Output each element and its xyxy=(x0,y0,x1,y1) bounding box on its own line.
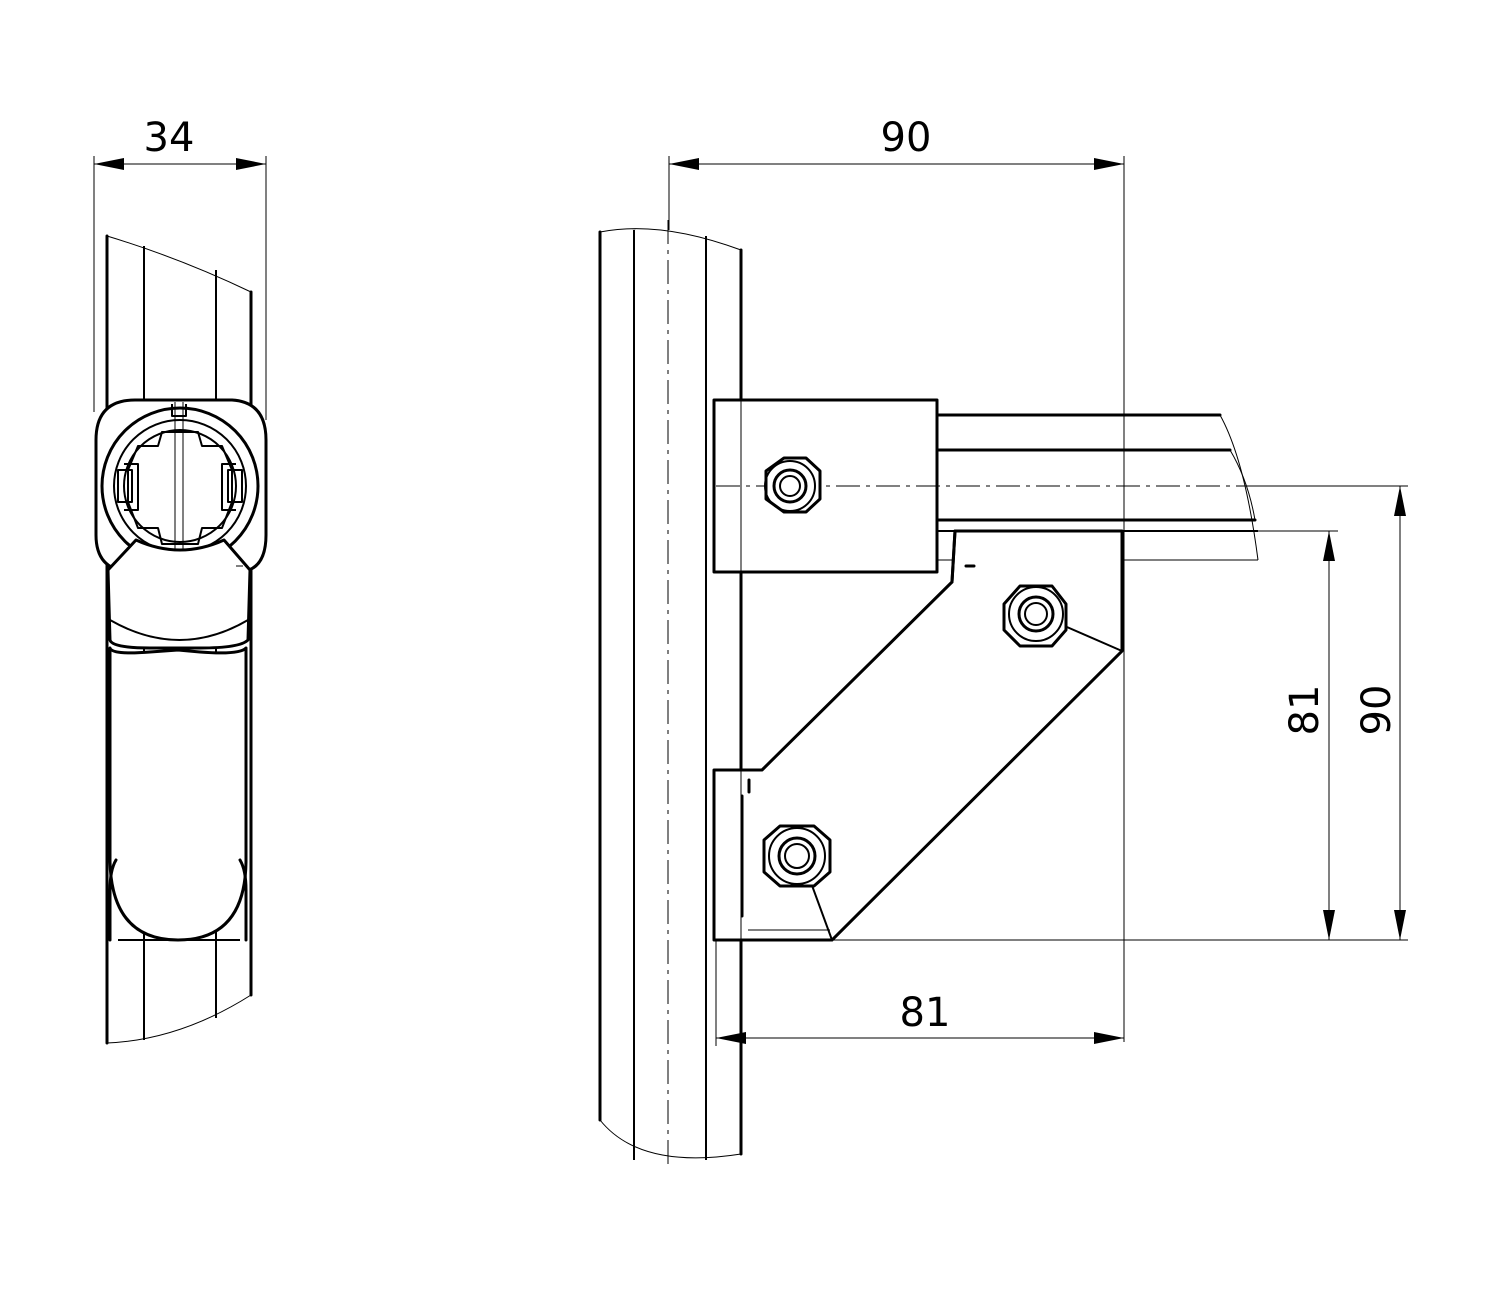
side-view xyxy=(94,234,268,1045)
t-clamp-block xyxy=(712,398,939,574)
dim-side-width-label: 34 xyxy=(144,115,195,161)
diagonal-brace xyxy=(712,529,1124,942)
dimensions: 34 90 81 81 xyxy=(93,115,1408,1046)
vertical-tube xyxy=(598,220,743,1170)
dim-side-width: 34 xyxy=(93,115,267,420)
nut-top xyxy=(764,456,822,514)
dim-height-inner: 81 xyxy=(832,530,1408,941)
dim-front-offset: 81 xyxy=(715,940,1124,1046)
dim-front-width: 90 xyxy=(668,115,1125,1042)
side-view-clamp xyxy=(94,398,268,940)
dim-height-outer-label: 90 xyxy=(1354,685,1400,736)
dim-front-offset-label: 81 xyxy=(900,990,951,1036)
dim-height-outer: 90 xyxy=(1258,485,1408,940)
dim-front-width-label: 90 xyxy=(881,115,932,161)
nut-brace-lower xyxy=(762,824,832,888)
nut-brace-upper xyxy=(1002,584,1068,648)
front-view xyxy=(598,220,1260,1170)
dim-height-inner-label: 81 xyxy=(1282,685,1328,736)
side-view-lower-arm xyxy=(106,538,252,942)
